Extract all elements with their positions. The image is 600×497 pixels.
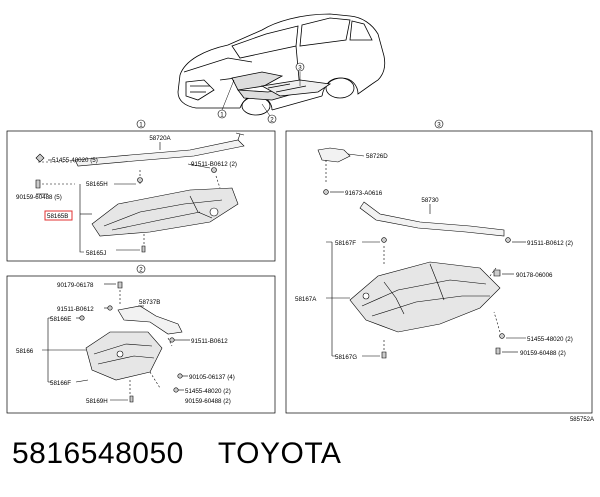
footer-caption: 5816548050 TOYOTA [12, 437, 341, 471]
label-90179-06178: 90179-06178 [57, 282, 94, 289]
label-58167A: 58167A [295, 296, 317, 303]
label-90159-60488-2-p3: 90159-60488 (2) [520, 350, 566, 357]
label-58166F: 58166F [50, 380, 71, 387]
footer-brand: TOYOTA [217, 437, 342, 470]
vehicle-illustration [177, 13, 386, 116]
label-58726D: 58726D [366, 153, 388, 160]
label-58730: 58730 [421, 197, 439, 204]
panel-2-marker: 2 [139, 267, 143, 274]
label-91511-B0612: 91511-B0612 [57, 306, 94, 313]
panel-1: 1 [6, 119, 276, 262]
panel-2-drawing [42, 281, 190, 403]
label-51455-48020-2-p3: 51455-48020 (2) [527, 336, 573, 343]
label-91511-B0612-2-p3: 91511-B0612 (2) [527, 240, 573, 247]
panel-2-marker-circle [136, 264, 146, 274]
car-callout-lines [221, 72, 301, 117]
label-91673-A0616: 91673-A0616 [345, 190, 383, 197]
panel-1-marker-circle [136, 119, 146, 129]
label-58165J: 58165J [86, 250, 106, 257]
car-callout-2: 2 [267, 114, 277, 124]
label-90159-60488-2: 90159-60488 (2) [185, 398, 231, 405]
svg-text:3: 3 [298, 65, 302, 72]
figure-code: 585752A [570, 417, 594, 423]
car-callout-1: 1 [217, 109, 227, 119]
label-90178-06006: 90178-06006 [516, 272, 553, 279]
highlight-58165B [44, 210, 73, 221]
label-90159-60488-5: 90159-60488 (5) [16, 194, 62, 201]
panel-1-marker: 1 [139, 122, 143, 129]
panel-3: 3 [285, 119, 593, 414]
panel-1-frame [6, 130, 276, 262]
panel-1-drawing [35, 132, 245, 253]
svg-text:1: 1 [220, 112, 224, 119]
svg-text:2: 2 [270, 117, 274, 124]
label-58167G: 58167G [335, 354, 357, 361]
label-51455-48020-5: 51455-48020 (5) [52, 157, 98, 164]
label-58720A: 58720A [149, 135, 171, 142]
label-58167F: 58167F [335, 240, 356, 247]
label-58737B: 58737B [139, 299, 160, 306]
label-58165H: 58165H [86, 181, 108, 188]
car-callout-3: 3 [295, 62, 305, 72]
panel-2-frame [6, 275, 276, 414]
panel-2: 2 [6, 264, 276, 414]
panel-3-drawing [317, 147, 526, 359]
label-90105-06137-4: 90105-06137 (4) [189, 374, 235, 381]
panel-3-marker: 3 [437, 122, 441, 129]
label-58166E: 58166E [50, 316, 71, 323]
label-91511-B0612-b: 91511-B0612 [191, 338, 228, 345]
label-58169H: 58169H [86, 398, 108, 405]
panel-3-marker-circle [434, 119, 444, 129]
panel-3-frame [285, 130, 593, 414]
label-58166: 58166 [16, 348, 34, 355]
footer-part-number: 5816548050 [12, 437, 184, 470]
label-51455-48020-2: 51455-48020 (2) [185, 388, 231, 395]
label-91511-B0612-2: 91511-B0612 (2) [191, 161, 237, 168]
label-58165B: 58165B [47, 213, 68, 220]
